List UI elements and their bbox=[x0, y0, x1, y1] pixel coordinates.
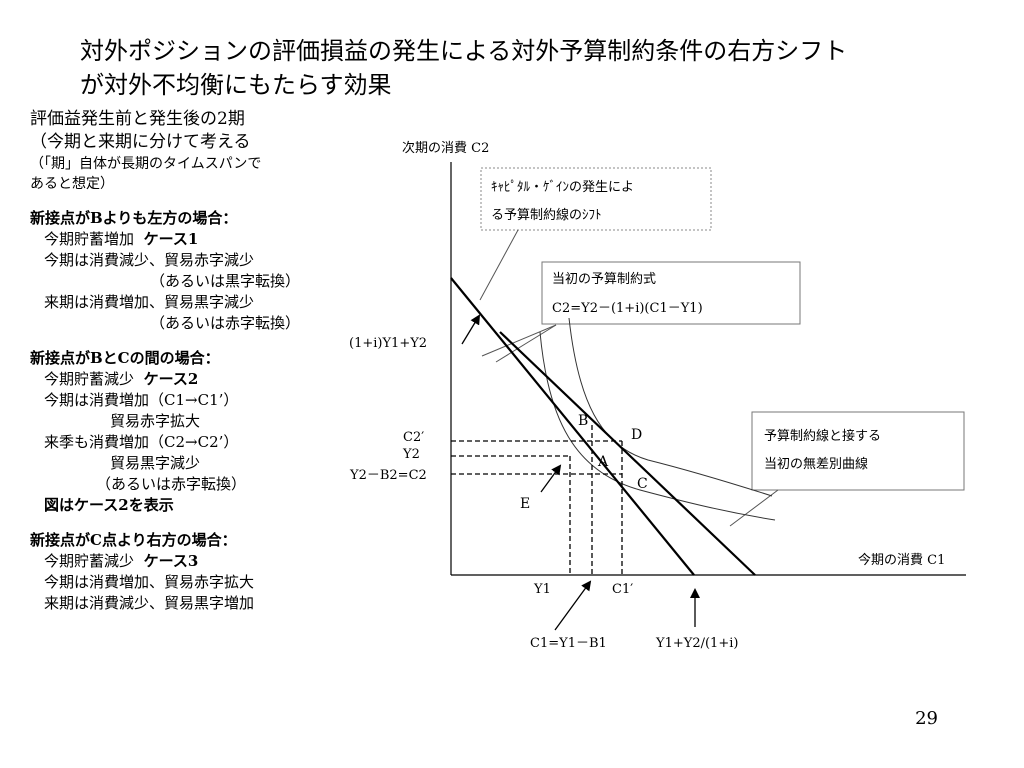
point-e-label: E bbox=[520, 496, 530, 512]
case2-line-5: 貿易黒字減少 bbox=[110, 454, 201, 472]
case1-savings: 今期貯蓄増加 bbox=[44, 230, 135, 248]
case2-label: ケース2 bbox=[143, 370, 199, 388]
slide-title: 対外ポジションの評価損益の発生による対外予算制約条件の右方シフト が対外不均衡に… bbox=[80, 34, 980, 102]
case1-label: ケース1 bbox=[143, 230, 199, 248]
label-c2-prime: C2′ bbox=[403, 430, 424, 445]
initial-constraint-line-2: C2=Y2－(1+i)(C1－Y1) bbox=[552, 301, 703, 316]
case3-line-1: 今期貯蓄減少 ケース3 bbox=[30, 551, 330, 572]
label-y-intercept: (1+i)Y1+Y2 bbox=[349, 336, 427, 351]
new-indifference-curve bbox=[568, 317, 773, 497]
case3-label: ケース3 bbox=[143, 552, 199, 570]
shift-pointer bbox=[479, 229, 519, 301]
case3-line-2: 今期は消費増加、貿易赤字拡大 bbox=[44, 573, 255, 591]
x-axis-label: 今期の消費 C1 bbox=[858, 552, 945, 568]
intro-line-4: あると想定） bbox=[30, 176, 114, 192]
point-a-label: A bbox=[597, 454, 609, 470]
label-c1-prime: C1′ bbox=[612, 582, 633, 597]
shift-annotation-line-2: る予算制約線のｼﾌﾄ bbox=[491, 207, 602, 223]
case2-line-7: 図はケース2を表示 bbox=[44, 496, 174, 514]
indifference-annotation-box bbox=[751, 411, 965, 491]
intro-line-2: （今期と来期に分けて考える bbox=[30, 132, 251, 152]
initial-pointer-2 bbox=[495, 324, 557, 363]
label-y1: Y1 bbox=[533, 582, 551, 597]
indifference-annotation-line-2: 当初の無差別曲線 bbox=[764, 456, 868, 472]
initial-pointer-1 bbox=[481, 324, 557, 357]
case1-heading: 新接点がBよりも左方の場合： bbox=[30, 209, 238, 227]
explanation-text: 評価益発生前と発生後の2期 （今期と来期に分けて考える （「期」自体が長期のタイ… bbox=[30, 108, 330, 614]
case2-line-6: （あるいは赤字転換） bbox=[96, 475, 247, 493]
shift-arrow bbox=[461, 314, 481, 345]
case2-heading: 新接点がBとCの間の場合： bbox=[30, 349, 220, 367]
case3-heading: 新接点がC点より右方の場合： bbox=[30, 531, 237, 549]
indifference-annotation-line-1: 予算制約線と接する bbox=[764, 428, 881, 444]
initial-indifference-curve bbox=[539, 331, 776, 521]
case1-line-1: 今期貯蓄増加 ケース1 bbox=[30, 229, 330, 250]
case1-line-3: （あるいは黒字転換） bbox=[150, 272, 301, 290]
point-d-label: D bbox=[631, 427, 642, 443]
label-x-intercept: Y1+Y2/(1+i) bbox=[655, 636, 738, 651]
case2-line-1: 今期貯蓄減少 ケース2 bbox=[30, 369, 330, 390]
case1-line-5: （あるいは赤字転換） bbox=[150, 314, 301, 332]
label-c1-equation: C1=Y1－B1 bbox=[530, 636, 607, 651]
point-e-arrow bbox=[540, 464, 562, 493]
case1-line-4: 来期は消費増加、貿易黒字減少 bbox=[44, 293, 255, 311]
intro-line-1: 評価益発生前と発生後の2期 bbox=[30, 109, 245, 129]
case2-line-3: 貿易赤字拡大 bbox=[110, 412, 201, 430]
slide-title-line-2: が対外不均衡にもたらす効果 bbox=[80, 71, 392, 99]
y-axis-label: 次期の消費 C2 bbox=[402, 140, 489, 156]
page-number: 29 bbox=[915, 708, 938, 729]
label-y2: Y2 bbox=[402, 447, 420, 462]
case3-savings: 今期貯蓄減少 bbox=[44, 552, 135, 570]
case2-line-4: 来季も消費増加（C2→C2’） bbox=[44, 433, 239, 451]
indifference-pointer bbox=[729, 489, 779, 527]
shifted-budget-line bbox=[499, 331, 756, 576]
initial-constraint-box bbox=[541, 261, 801, 325]
intro-line-3: （「期」自体が長期のタイムスパンで bbox=[30, 156, 262, 172]
case3-line-3: 来期は消費減少、貿易黒字増加 bbox=[44, 594, 255, 612]
label-y2-b2: Y2－B2=C2 bbox=[349, 468, 427, 483]
initial-constraint-line-1: 当初の予算制約式 bbox=[552, 272, 656, 287]
point-c-label: C bbox=[637, 476, 648, 492]
shift-annotation-box bbox=[480, 167, 712, 231]
case2-line-2: 今期は消費増加（C1→C1’） bbox=[44, 391, 239, 409]
shift-annotation-line-1: ｷｬﾋﾟﾀﾙ・ｹﾞｲﾝの発生によ bbox=[491, 180, 634, 195]
initial-budget-line bbox=[450, 277, 695, 576]
case2-savings: 今期貯蓄減少 bbox=[44, 370, 135, 388]
c1-equation-arrow bbox=[554, 580, 592, 631]
case1-line-2: 今期は消費減少、貿易赤字減少 bbox=[44, 251, 255, 269]
slide-title-line-1: 対外ポジションの評価損益の発生による対外予算制約条件の右方シフト bbox=[80, 37, 848, 65]
point-b-label: B bbox=[578, 413, 588, 429]
